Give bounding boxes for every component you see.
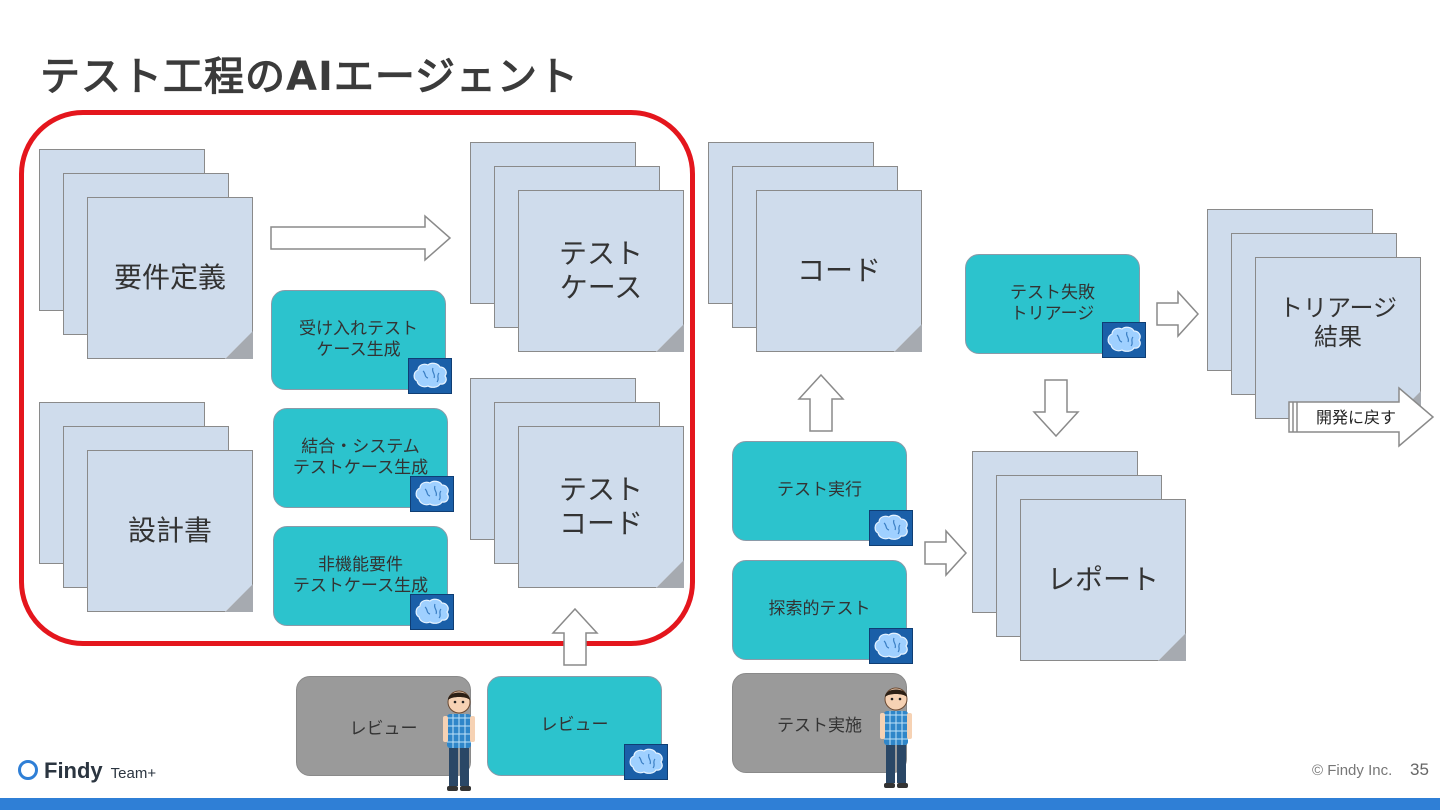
arrow-down-icon <box>1032 378 1080 438</box>
doc-report: レポート <box>1020 499 1186 661</box>
doc-requirements: 要件定義 <box>87 197 253 359</box>
brain-icon <box>410 594 454 630</box>
person-icon <box>440 688 478 792</box>
brain-icon <box>869 510 913 546</box>
findy-logo: Findy Team+ <box>18 758 156 784</box>
arrow-right-icon <box>924 529 968 577</box>
doc-design: 設計書 <box>87 450 253 612</box>
arrow-right-icon <box>270 214 452 262</box>
brain-icon <box>624 744 668 780</box>
brain-icon <box>410 476 454 512</box>
doc-test-code: テスト コード <box>518 426 684 588</box>
brain-icon <box>1102 322 1146 358</box>
findy-logo-mark-icon <box>18 760 38 780</box>
logo-product: Team+ <box>111 765 156 782</box>
return-to-dev-label: 開発に戻す <box>1300 404 1412 428</box>
doc-code: コード <box>756 190 922 352</box>
brain-icon <box>869 628 913 664</box>
logo-brand: Findy <box>44 758 103 784</box>
arrow-up-icon <box>551 607 599 667</box>
brain-icon <box>408 358 452 394</box>
copyright: © Findy Inc. <box>1312 762 1392 779</box>
doc-test-case: テスト ケース <box>518 190 684 352</box>
arrow-right-icon <box>1156 290 1200 338</box>
page-title: テスト工程のAIエージェント <box>40 44 579 102</box>
bottom-accent-bar <box>0 798 1440 810</box>
page-number: 35 <box>1410 760 1429 780</box>
arrow-up-icon <box>797 373 845 433</box>
person-icon <box>877 685 915 789</box>
